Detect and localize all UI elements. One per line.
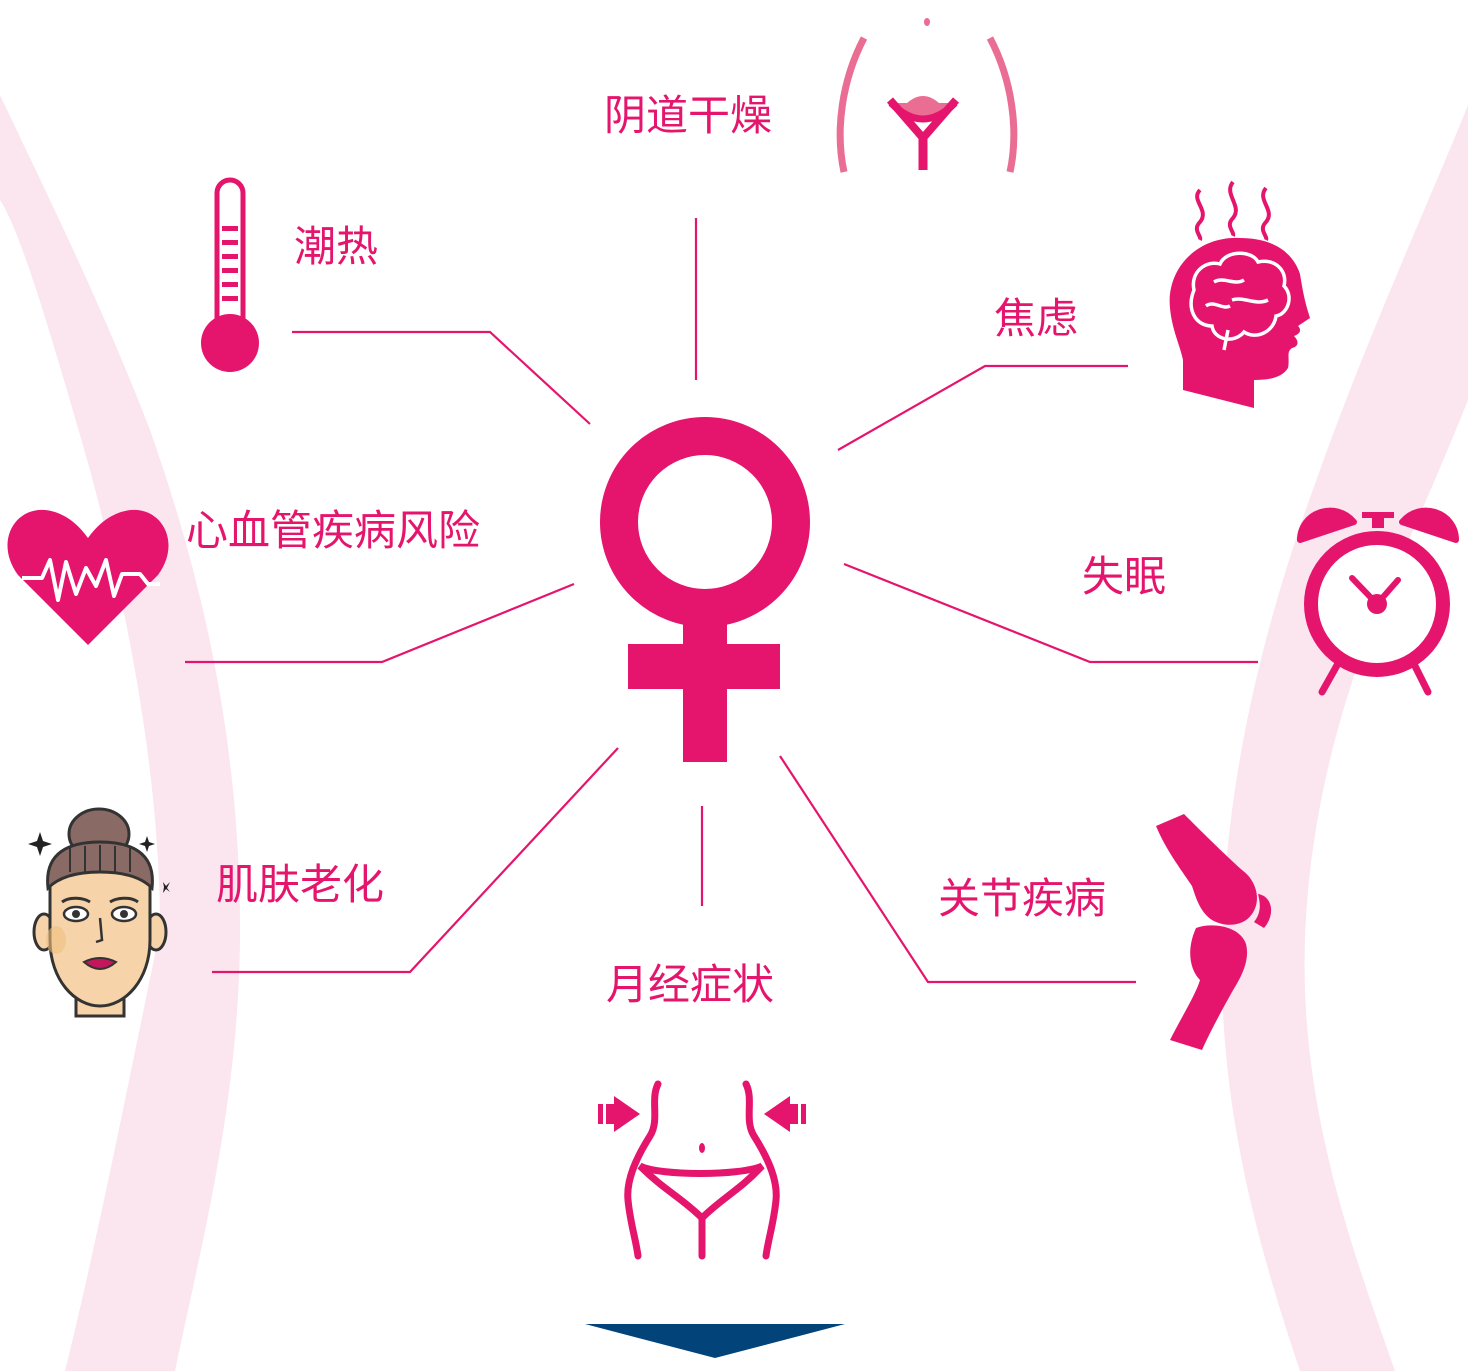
alarm-clock-icon bbox=[1297, 507, 1459, 696]
connector-hot-flashes bbox=[292, 330, 591, 425]
woman-face-icon bbox=[28, 807, 170, 1018]
connector-skin-aging bbox=[212, 747, 619, 974]
label-anxiety: 焦虑 bbox=[994, 294, 1079, 343]
connector-anxiety bbox=[837, 364, 1128, 451]
thermometer-icon bbox=[201, 177, 259, 372]
connector-cardiovascular-risk bbox=[185, 582, 575, 664]
female-symbol-icon bbox=[600, 417, 810, 762]
heart-pulse-icon bbox=[7, 509, 169, 645]
label-joint-disease: 关节疾病 bbox=[938, 874, 1107, 923]
uterus-icon bbox=[836, 18, 1018, 173]
connector-lines bbox=[185, 218, 1258, 984]
label-cardiovascular-risk: 心血管疾病风险 bbox=[186, 506, 481, 555]
right-background-band bbox=[1221, 105, 1468, 1371]
label-skin-aging: 肌肤老化 bbox=[216, 860, 385, 909]
label-insomnia: 失眠 bbox=[1082, 552, 1167, 601]
knee-joint-icon bbox=[1156, 814, 1272, 1050]
label-vaginal-dryness: 阴道干燥 bbox=[604, 91, 773, 140]
brain-head-icon bbox=[1169, 180, 1310, 408]
sparkle-icon bbox=[28, 832, 170, 893]
waist-icon bbox=[598, 1080, 806, 1260]
left-background-band bbox=[0, 95, 240, 1371]
squeeze-arrows-icon bbox=[598, 1096, 806, 1132]
connector-joint-disease bbox=[779, 755, 1136, 984]
connector-insomnia bbox=[843, 562, 1258, 664]
label-menstrual-symptoms: 月经症状 bbox=[606, 960, 775, 1009]
label-hot-flashes: 潮热 bbox=[294, 222, 379, 271]
down-arrow-icon bbox=[585, 1324, 845, 1358]
